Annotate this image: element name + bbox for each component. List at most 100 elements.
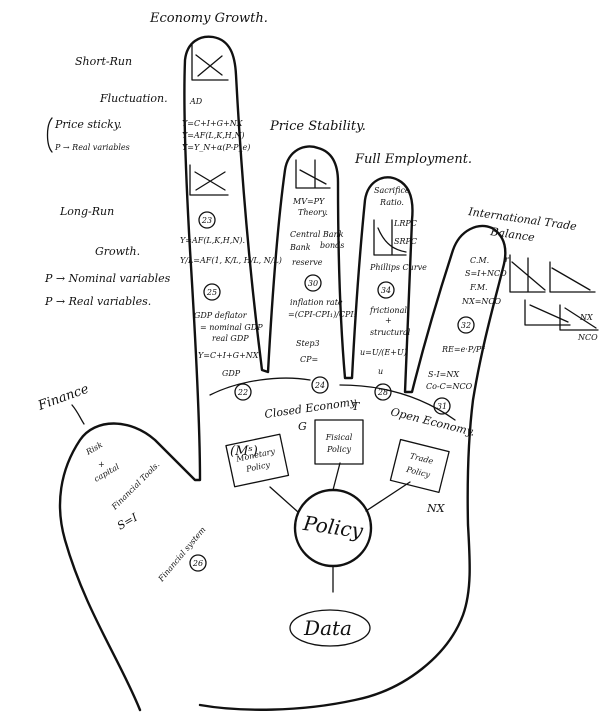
hand-outline (58, 35, 507, 712)
phillips-chart (373, 219, 407, 256)
data-label: Data (303, 616, 352, 640)
nx-label: NX (426, 502, 446, 515)
trade-chart-2 (549, 261, 596, 293)
inflation-rate-label: inflation rate (290, 298, 343, 307)
t-label: T (352, 400, 361, 413)
phillips-curve-label: Phillips Curve (369, 263, 427, 272)
inflation-formula: =(CPI-CPI₁)/CPI₁ (288, 310, 357, 319)
nx-nco-label: NX=NCO (461, 297, 502, 306)
ms-label: (Mˢ) (230, 444, 258, 459)
middle-num-30: 30 (308, 279, 318, 288)
step3-label: Step3 (296, 339, 320, 348)
index-num-22: 22 (237, 388, 248, 397)
eq-y-c: Y=C+I+G+NX (182, 119, 243, 128)
trade-policy-label-2: Policy (404, 465, 431, 480)
ring-num-28: 28 (377, 388, 388, 397)
price-stability-title: Price Stability. (269, 119, 366, 134)
sacrifice-label: Sacrifice (374, 186, 410, 195)
palm-line-right (339, 384, 456, 421)
real-gdp-label: real GDP (212, 334, 249, 343)
structural-label: structural (370, 328, 411, 337)
connector-trade (365, 481, 411, 512)
fiscal-policy-label-2: Policy (326, 445, 351, 454)
nominal-gdp-label: = nominal GDP (200, 323, 263, 332)
thumb-num-26: 26 (192, 559, 203, 568)
num-badge-31 (433, 397, 451, 415)
fiscal-policy-box: Fisical Policy (314, 419, 364, 465)
eq-y2: Y=C+I+G+NX (198, 351, 259, 360)
num-badge-24 (311, 376, 329, 394)
num-badge-34 (377, 281, 395, 299)
trade-chart-4 (559, 304, 599, 331)
ad-as-chart-top (191, 44, 229, 81)
r-label: r (505, 255, 510, 264)
middle-num-24: 24 (314, 381, 325, 390)
finance-label: Finance (35, 382, 91, 415)
reserve-label: reserve (292, 258, 323, 267)
num-badge-28 (374, 383, 392, 401)
nco-chart-label: NCO (577, 333, 598, 342)
connector-monetary (269, 486, 299, 513)
ad-as-chart-mid (189, 164, 229, 196)
thumb-plus: + (98, 460, 105, 469)
ratio-label: Ratio. (379, 198, 404, 207)
u-formula: u=U/(E+U) (360, 348, 407, 357)
little-num-31: 31 (437, 402, 447, 411)
p-real-variables-label: P → Real variables (54, 143, 130, 152)
monetary-policy-box: Monetary Policy (225, 433, 290, 488)
palm-line-left (209, 377, 311, 396)
middle-finger-content: MV=PY Theory. Central Bank Bank bonds re… (288, 159, 357, 394)
nx-chart-label: NX (579, 313, 593, 322)
central-bank-label: Central Bank (290, 230, 344, 239)
ad-label: AD (189, 97, 203, 106)
full-employment-title: Full Employment. (354, 152, 472, 167)
risk-label: Risk (84, 440, 105, 457)
open-economy-label: Open Economy. (389, 405, 476, 439)
closed-economy-label: Closed Economy (264, 395, 358, 421)
num-badge-22 (234, 383, 252, 401)
ring-plus: + (385, 316, 392, 325)
gdp-label: GDP (222, 369, 241, 378)
num-badge-26 (189, 554, 207, 572)
little-finger-content: C.M. S=I+NCO F.M. NX=NCO 32 RE=e·P/P* S-… (426, 254, 599, 415)
monetary-policy-label-2: Policy (244, 460, 271, 474)
money-chart (295, 159, 331, 189)
finance-arrow (71, 404, 85, 425)
economy-growth-title: Economy Growth. (149, 11, 268, 26)
data-ellipse (289, 609, 371, 647)
fiscal-policy-label: Fisical (325, 433, 353, 442)
bank-label: Bank (289, 243, 311, 252)
long-run-label: Long-Run (59, 205, 114, 218)
fm-label: F.M. (469, 283, 488, 292)
u-label: u (378, 367, 383, 376)
index-num-23: 23 (201, 216, 212, 225)
trade-chart-3 (524, 299, 571, 326)
eq-af2: Y/L=AF(1, K/L, H/L, N/L) (180, 256, 282, 265)
ring-num-34: 34 (381, 286, 391, 295)
p-real-variables-2-label: P → Real variables. (44, 295, 151, 308)
trade-policy-box: Trade Policy (389, 438, 450, 494)
num-badge-30 (304, 274, 322, 292)
ring-finger-content: Sacrifice Ratio. LRPC SRPC Phillips Curv… (360, 186, 427, 401)
num-badge-23 (198, 211, 216, 229)
trade-chart-1 (509, 254, 546, 293)
price-sticky-label: Price sticky. (54, 118, 122, 131)
frictional-label: frictional (369, 306, 407, 315)
growth-label: Growth. (95, 245, 140, 258)
index-num-25: 25 (206, 288, 217, 297)
s-i-label: S=I (115, 510, 140, 532)
trade-policy-label: Trade (409, 451, 435, 466)
policy-label: Policy (301, 511, 365, 543)
srpc-label: SRPC (394, 237, 417, 246)
num-badge-25 (203, 283, 221, 301)
fluctuation-label: Fluctuation. (99, 92, 168, 105)
num-badge-32 (457, 316, 475, 334)
co-c-label: Co-C=NCO (426, 382, 473, 391)
cm-label: C.M. (470, 256, 489, 265)
g-label: G (298, 420, 307, 433)
p-nominal-variables-label: P → Nominal variables (44, 272, 171, 285)
little-num-32: 32 (461, 321, 471, 330)
bonds-label: bonds (320, 241, 344, 250)
theory-label: Theory. (298, 208, 328, 217)
short-run-label: Short-Run (75, 55, 132, 68)
